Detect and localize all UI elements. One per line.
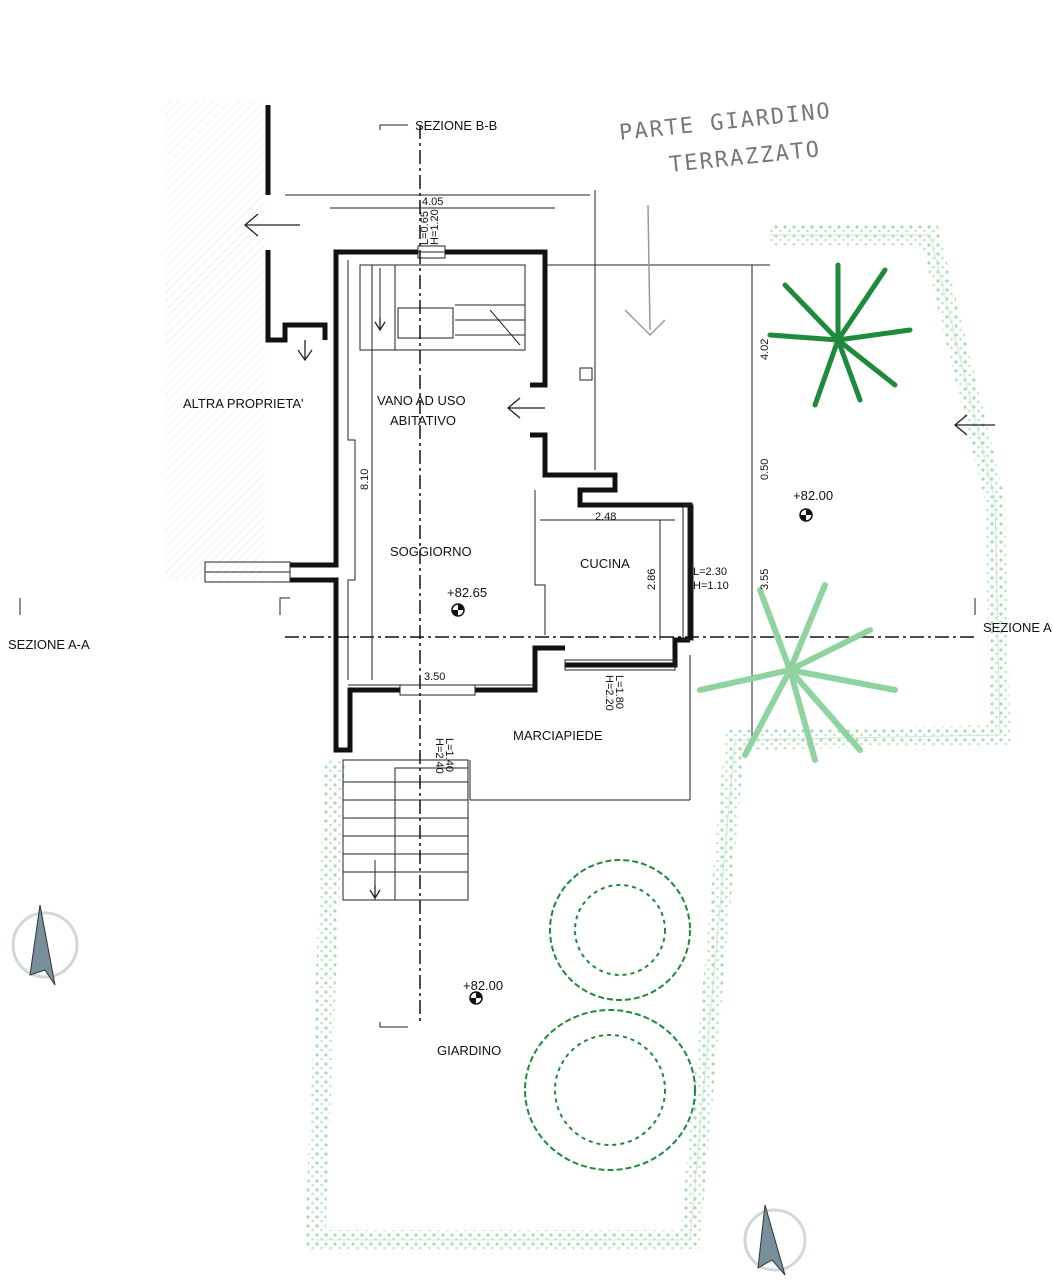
dim-door-bottom-h: H=2.40 [433, 738, 445, 774]
dim-terrace-402: 4.02 [759, 339, 771, 360]
dim-kitchen-window-h: H=1.10 [693, 580, 729, 592]
dim-living-length: 8.10 [359, 469, 371, 490]
garden-border [304, 225, 1011, 1250]
dimension-lines [330, 207, 753, 740]
section-axes [19, 124, 976, 1028]
dim-living-width: 3.50 [424, 671, 445, 683]
terrace-outline [469, 190, 770, 801]
elevation-living: +82.65 [447, 585, 487, 600]
arrow-icons [243, 204, 995, 900]
giardino-label: GIARDINO [437, 1043, 501, 1058]
dim-kitchen-depth: 2.86 [646, 569, 658, 590]
dim-kitchen-door-l: L=1.80 [613, 675, 625, 709]
dim-door-bottom-l: L=1.40 [443, 738, 455, 772]
dim-window-top-h: H=1.20 [429, 209, 441, 245]
elevation-markers [451, 508, 813, 1005]
neighbor-walls [265, 105, 590, 343]
section-b-label: SEZIONE B-B [415, 118, 497, 133]
dim-terrace-050: 0.50 [759, 459, 771, 480]
exterior-stair [342, 759, 469, 901]
section-a-right-label: SEZIONE A [983, 620, 1052, 635]
handwritten-note-line2: TERRAZZATO [668, 137, 822, 178]
soggiorno-label: SOGGIORNO [390, 544, 472, 559]
dim-window-top-l: L=0.65 [419, 211, 431, 245]
living-label-line1: VANO AD USO [377, 393, 466, 408]
living-label-line2: ABITATIVO [390, 413, 456, 428]
north-arrow-icon [11, 904, 807, 1276]
marciapiede-label: MARCIAPIEDE [513, 728, 603, 743]
section-a-left-label: SEZIONE A-A [8, 637, 90, 652]
dim-top-width: 4.05 [422, 196, 443, 208]
other-property-hatch [165, 100, 265, 580]
windows [399, 245, 694, 696]
dim-kitchen-window-l: L=2.30 [693, 566, 727, 578]
cucina-label: CUCINA [580, 556, 630, 571]
elevation-terrace: +82.00 [793, 488, 833, 503]
other-property-label: ALTRA PROPRIETA' [183, 396, 303, 411]
elevation-garden: +82.00 [463, 978, 503, 993]
palm-tree-light-icon [697, 582, 898, 763]
dim-kitchen-width: 2.48 [595, 511, 616, 523]
shrub-icon [524, 859, 696, 1171]
interior-stair [359, 264, 526, 351]
dim-terrace-355: 3.55 [759, 569, 771, 590]
palm-tree-icon [767, 262, 913, 408]
dim-kitchen-door-h: H=2.20 [603, 675, 615, 711]
